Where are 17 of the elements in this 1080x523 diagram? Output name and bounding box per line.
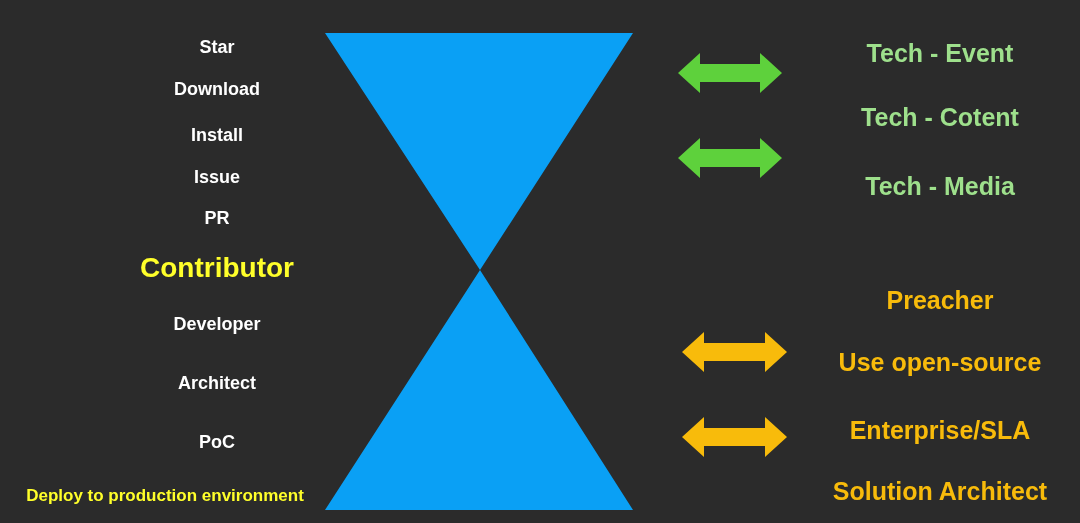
role-label: Solution Architect bbox=[832, 476, 1048, 506]
role-label: Tech - Cotent bbox=[861, 102, 1019, 132]
funnel-label: Architect bbox=[178, 372, 256, 394]
role-label: Enterprise/SLA bbox=[849, 415, 1031, 445]
funnel-label: Issue bbox=[194, 166, 240, 188]
funnel-label: Contributor bbox=[140, 252, 294, 284]
funnel-label: Download bbox=[174, 78, 260, 100]
funnel-label: Deploy to production environment bbox=[26, 486, 304, 506]
role-label: Tech - Media bbox=[865, 171, 1015, 201]
funnel-label: Star bbox=[199, 36, 235, 58]
role-label: Tech - Event bbox=[866, 38, 1014, 68]
funnel-label: PR bbox=[204, 207, 230, 229]
role-label: Preacher bbox=[886, 285, 994, 315]
funnel-label: Developer bbox=[173, 313, 261, 335]
funnel-label: PoC bbox=[199, 431, 235, 453]
role-label: Use open-source bbox=[838, 347, 1042, 377]
funnel-label: Install bbox=[191, 124, 243, 146]
